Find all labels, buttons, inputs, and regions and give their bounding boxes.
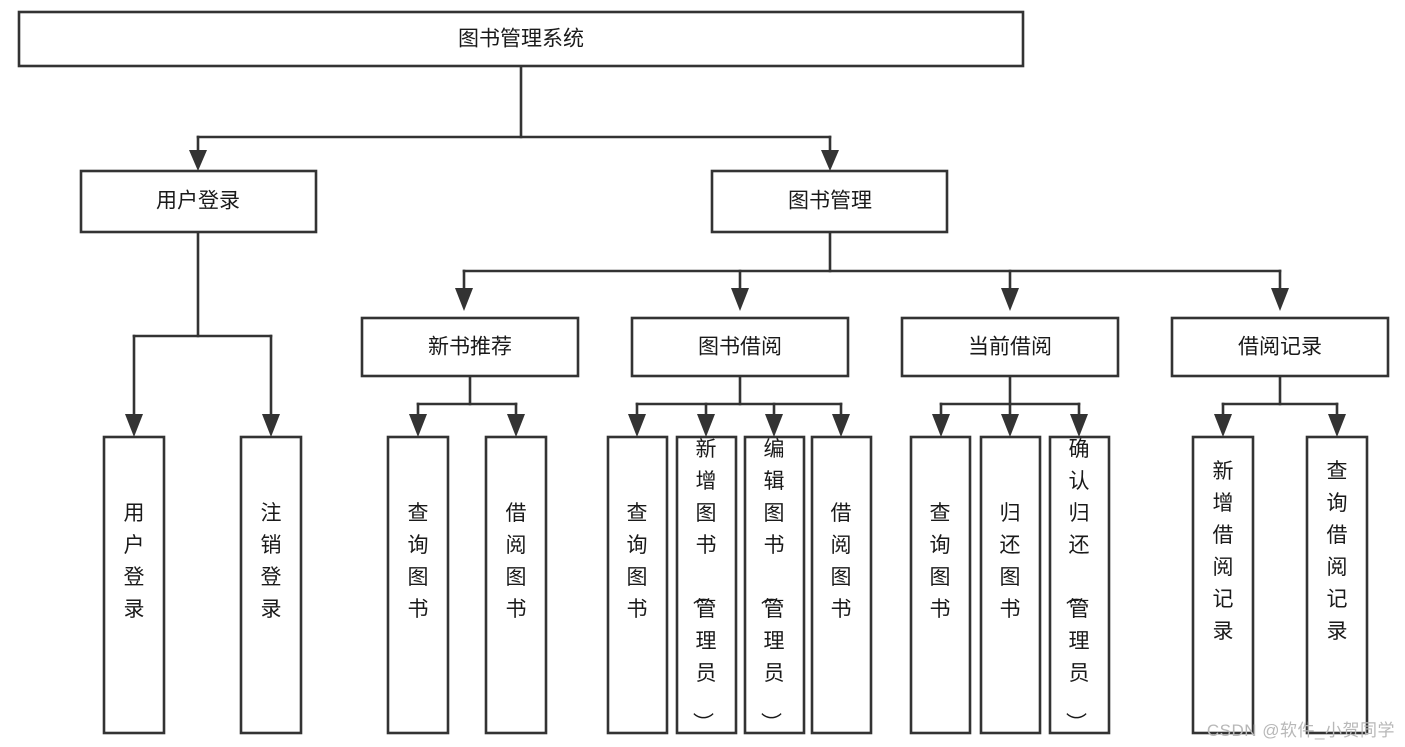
leaf-new-book-1-label: 查询图书 bbox=[408, 502, 429, 621]
node-current-borrow[interactable]: 当前借阅 bbox=[900, 316, 1120, 378]
arrow-current-leaf3 bbox=[1070, 414, 1088, 437]
arrow-root-to-bookmgmt bbox=[821, 150, 839, 171]
leaf-book-borrow-3[interactable]: 编辑图书（管理员） bbox=[743, 435, 806, 735]
node-root[interactable]: 图书管理系统 bbox=[17, 10, 1025, 68]
arrow-userlogin-leaf2 bbox=[262, 414, 280, 437]
arrow-record-leaf1 bbox=[1214, 414, 1232, 437]
arrow-newbook-leaf2 bbox=[507, 414, 525, 437]
leaf-book-borrow-2[interactable]: 新增图书（管理员） bbox=[675, 435, 738, 735]
leaf-book-borrow-4-box[interactable] bbox=[810, 435, 873, 735]
node-borrow-record-label: 借阅记录 bbox=[1238, 336, 1322, 359]
leaf-current-borrow-3[interactable]: 确认归还（管理员） bbox=[1048, 435, 1111, 735]
leaf-book-borrow-1-box[interactable] bbox=[606, 435, 669, 735]
arrow-bookmgmt-to-borrow bbox=[731, 288, 749, 311]
leaf-current-borrow-2-box[interactable] bbox=[979, 435, 1042, 735]
leaf-user-login-1-label: 用户登录 bbox=[124, 502, 145, 621]
node-book-borrow[interactable]: 图书借阅 bbox=[630, 316, 850, 378]
leaf-current-borrow-1-box[interactable] bbox=[909, 435, 972, 735]
leaf-book-borrow-4[interactable]: 借阅图书 bbox=[810, 435, 873, 735]
arrow-borrow-leaf2 bbox=[697, 414, 715, 437]
node-user-login-box[interactable] bbox=[79, 169, 318, 234]
leaf-current-borrow-2-label: 归还图书 bbox=[1000, 502, 1021, 621]
leaf-user-login-1-box[interactable] bbox=[102, 435, 166, 735]
leaf-user-login-2[interactable]: 注销登录 bbox=[239, 435, 303, 735]
arrow-bookmgmt-to-newbook bbox=[455, 288, 473, 311]
leaf-new-book-2[interactable]: 借阅图书 bbox=[484, 435, 548, 735]
arrow-bookmgmt-to-current bbox=[1001, 288, 1019, 311]
node-book-management[interactable]: 图书管理 bbox=[710, 169, 949, 234]
leaf-user-login-2-box[interactable] bbox=[239, 435, 303, 735]
leaf-borrow-record-1[interactable]: 新增借阅记录 bbox=[1191, 435, 1255, 735]
node-new-book-recommend-label: 新书推荐 bbox=[428, 336, 512, 359]
node-book-borrow-label: 图书借阅 bbox=[698, 336, 782, 359]
arrow-bookmgmt-to-record bbox=[1271, 288, 1289, 311]
node-user-login-label: 用户登录 bbox=[156, 190, 240, 213]
arrow-current-leaf1 bbox=[932, 414, 950, 437]
arrow-root-to-userlogin bbox=[189, 150, 207, 171]
leaf-user-login-1[interactable]: 用户登录 bbox=[102, 435, 166, 735]
leaf-book-borrow-2-box[interactable] bbox=[675, 435, 738, 735]
leaf-book-borrow-3-box[interactable] bbox=[743, 435, 806, 735]
node-current-borrow-label: 当前借阅 bbox=[968, 336, 1052, 359]
leaf-book-borrow-1[interactable]: 查询图书 bbox=[606, 435, 669, 735]
leaf-user-login-2-label: 注销登录 bbox=[261, 502, 282, 621]
leaf-current-borrow-2[interactable]: 归还图书 bbox=[979, 435, 1042, 735]
leaf-borrow-record-2[interactable]: 查询借阅记录 bbox=[1305, 435, 1369, 735]
leaf-book-borrow-4-label: 借阅图书 bbox=[831, 502, 852, 621]
leaf-new-book-2-label: 借阅图书 bbox=[506, 502, 527, 621]
arrow-current-leaf2 bbox=[1001, 414, 1019, 437]
leaf-borrow-record-2-box[interactable] bbox=[1305, 435, 1369, 735]
leaf-new-book-1[interactable]: 查询图书 bbox=[386, 435, 450, 735]
node-root-box[interactable] bbox=[17, 10, 1025, 68]
node-user-login[interactable]: 用户登录 bbox=[79, 169, 318, 234]
leaf-borrow-record-1-box[interactable] bbox=[1191, 435, 1255, 735]
leaf-new-book-1-box[interactable] bbox=[386, 435, 450, 735]
leaf-current-borrow-3-label: 确认归还（管理员） bbox=[1064, 438, 1090, 733]
node-borrow-record[interactable]: 借阅记录 bbox=[1170, 316, 1390, 378]
node-book-management-box[interactable] bbox=[710, 169, 949, 234]
arrow-userlogin-leaf1 bbox=[125, 414, 143, 437]
csdn-watermark: CSDN @软件_小贺同学 bbox=[1206, 721, 1395, 740]
node-current-borrow-box[interactable] bbox=[900, 316, 1120, 378]
arrow-borrow-leaf4 bbox=[832, 414, 850, 437]
connector-layer bbox=[125, 64, 1346, 437]
arrow-borrow-leaf1 bbox=[628, 414, 646, 437]
leaf-book-borrow-3-label: 编辑图书（管理员） bbox=[759, 438, 785, 733]
leaf-current-borrow-3-box[interactable] bbox=[1048, 435, 1111, 735]
leaf-book-borrow-2-label: 新增图书（管理员） bbox=[691, 438, 717, 733]
leaf-current-borrow-1-label: 查询图书 bbox=[930, 502, 951, 621]
arrow-record-leaf2 bbox=[1328, 414, 1346, 437]
arrow-borrow-leaf3 bbox=[765, 414, 783, 437]
leaf-borrow-record-2-label: 查询借阅记录 bbox=[1327, 460, 1348, 643]
node-borrow-record-box[interactable] bbox=[1170, 316, 1390, 378]
leaf-new-book-2-box[interactable] bbox=[484, 435, 548, 735]
node-book-management-label: 图书管理 bbox=[788, 190, 872, 213]
arrow-newbook-leaf1 bbox=[409, 414, 427, 437]
leaf-book-borrow-1-label: 查询图书 bbox=[627, 502, 648, 621]
node-root-label: 图书管理系统 bbox=[458, 28, 584, 51]
node-new-book-recommend[interactable]: 新书推荐 bbox=[360, 316, 580, 378]
leaf-borrow-record-1-label: 新增借阅记录 bbox=[1213, 460, 1234, 643]
node-book-borrow-box[interactable] bbox=[630, 316, 850, 378]
leaf-current-borrow-1[interactable]: 查询图书 bbox=[909, 435, 972, 735]
node-new-book-recommend-box[interactable] bbox=[360, 316, 580, 378]
